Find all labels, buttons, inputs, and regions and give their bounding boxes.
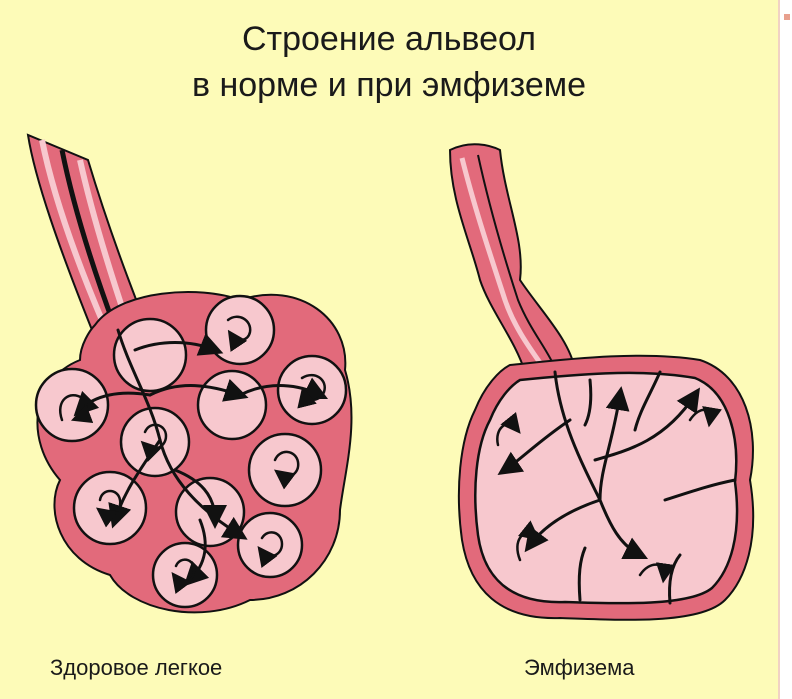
healthy-alveolus bbox=[206, 296, 274, 364]
emphysema-alveoli bbox=[450, 144, 753, 620]
healthy-alveolus bbox=[114, 319, 186, 391]
healthy-alveolus bbox=[198, 371, 266, 439]
caption-emphysema: Эмфизема bbox=[524, 655, 635, 681]
healthy-alveolus bbox=[36, 369, 108, 441]
healthy-alveolus bbox=[74, 472, 146, 544]
healthy-alveolus bbox=[238, 513, 302, 577]
healthy-alveolus bbox=[153, 543, 217, 607]
slide-edge-strip bbox=[778, 0, 792, 699]
slide-edge-mark bbox=[784, 14, 790, 20]
emphysema-sac-lumen bbox=[475, 373, 737, 603]
healthy-alveolus bbox=[249, 434, 321, 506]
caption-healthy-lung: Здоровое легкое bbox=[50, 655, 222, 681]
healthy-alveoli bbox=[28, 135, 351, 612]
healthy-alveolus bbox=[121, 408, 189, 476]
